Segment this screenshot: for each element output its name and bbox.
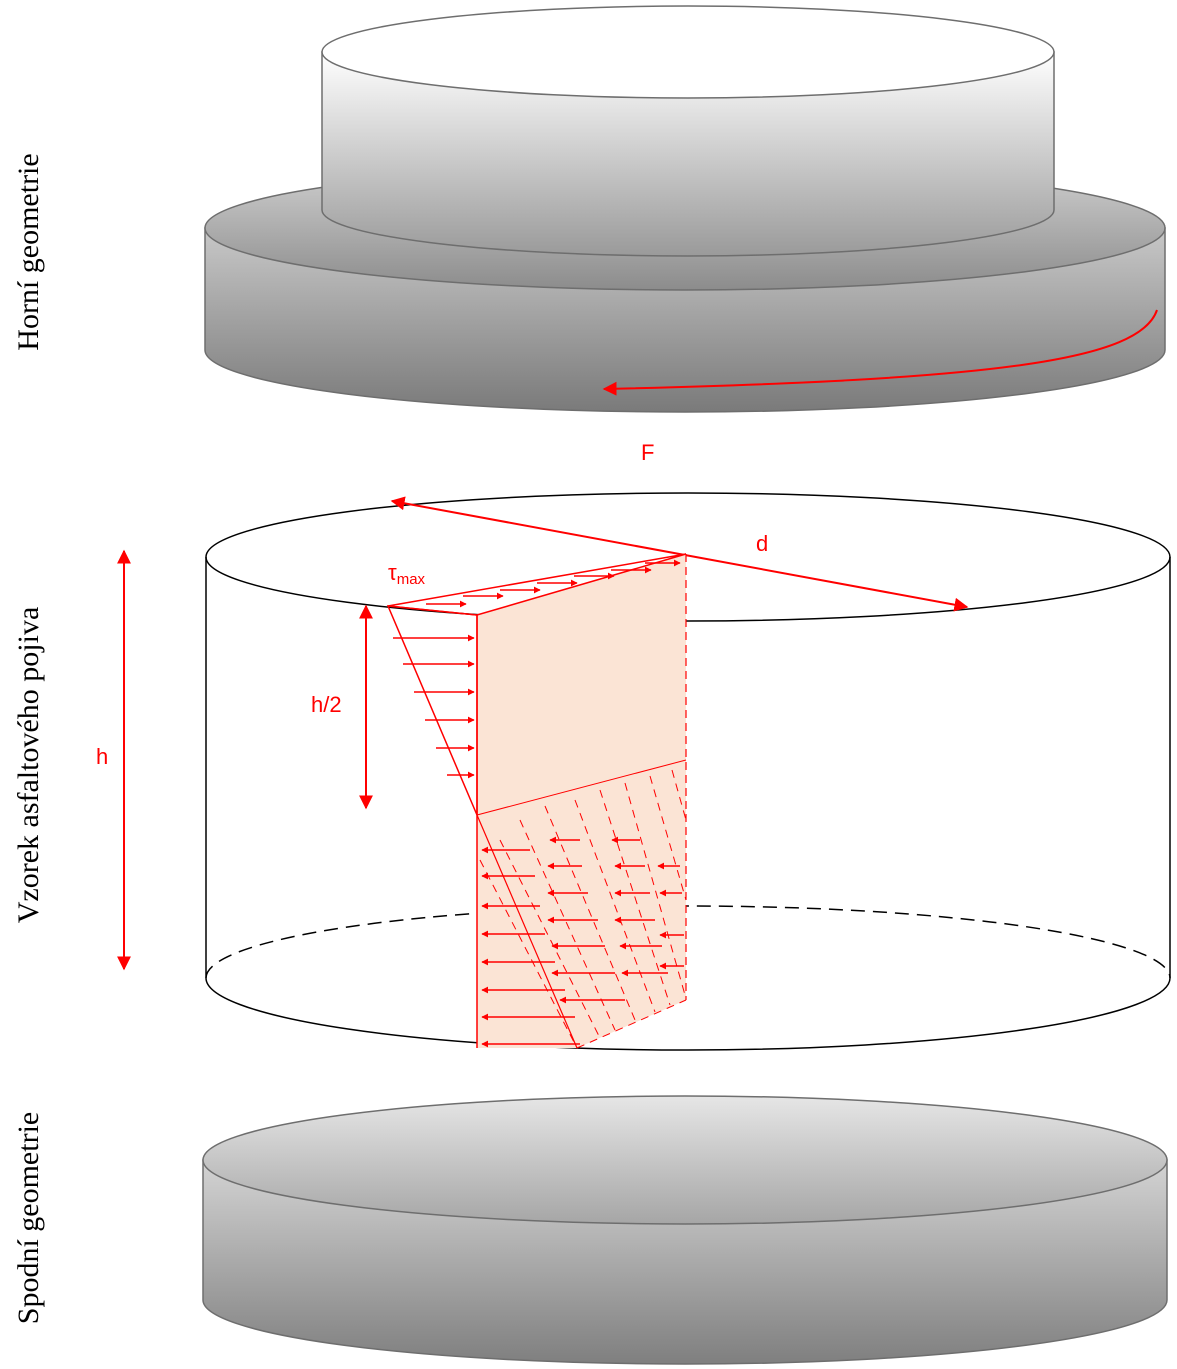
rotation-arrow <box>602 309 1158 396</box>
top-shear-arrows <box>426 559 681 608</box>
upper-geometry <box>204 5 1166 413</box>
height-label: h <box>96 744 108 769</box>
shear-panel <box>477 554 686 1048</box>
sample-bottom-front <box>205 977 1171 1051</box>
tau-max-label: τmax <box>388 560 426 588</box>
lower-plate-top <box>202 1095 1168 1225</box>
vertical-shear-arrows <box>393 634 475 779</box>
lower-geometry-label: Spodní geometrie <box>12 1112 45 1324</box>
sample-bottom-back <box>205 905 1171 979</box>
force-label: F <box>641 440 654 465</box>
sample-cylinder: τmax d h/2 <box>205 492 1171 1051</box>
half-height-label: h/2 <box>311 692 342 717</box>
sample-top-ellipse <box>205 492 1171 622</box>
sample-label: Vzorek asfaltového pojiva <box>12 607 45 924</box>
lower-geometry <box>202 1095 1168 1365</box>
lower-hatch-lines <box>479 769 687 1049</box>
lower-shear-arrows <box>481 836 684 1048</box>
diameter-label: d <box>756 531 768 556</box>
vertical-shear-profile <box>386 605 478 816</box>
diameter-arrow <box>390 496 969 612</box>
upper-cylinder-side <box>321 51 1055 257</box>
upper-cylinder-top <box>321 5 1055 99</box>
upper-geometry-label: Horní geometrie <box>12 153 45 350</box>
